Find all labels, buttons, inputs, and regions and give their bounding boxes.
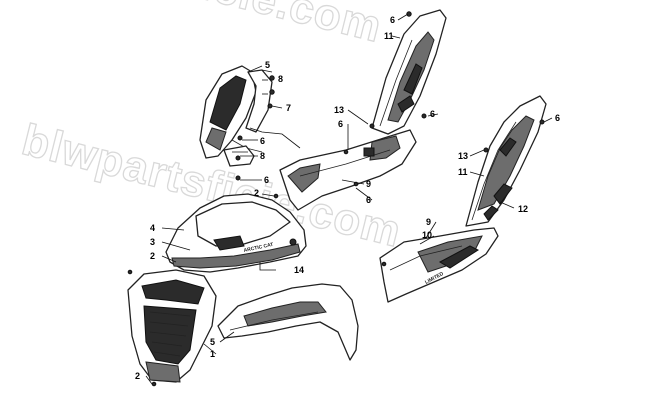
fastener-group-left [235, 75, 275, 181]
callout-14: 14 [294, 265, 304, 275]
callout-2: 2 [150, 251, 155, 261]
callout-9: 9 [366, 179, 371, 189]
callout-2: 2 [135, 371, 140, 381]
callout-4: 4 [150, 223, 155, 233]
fastener-6g [539, 119, 545, 125]
front-fender [217, 283, 359, 361]
callout-6: 6 [338, 119, 343, 129]
fastener-2a [273, 193, 279, 199]
callout-8: 8 [278, 74, 283, 84]
callout-6: 6 [430, 109, 435, 119]
leader-lines [127, 13, 553, 387]
hood: ARCTIC CAT [165, 193, 307, 273]
callouts: 6 11 5 8 7 13 6 6 6 8 6 9 2 6 6 13 11 12… [135, 15, 560, 381]
callout-6: 6 [260, 136, 265, 146]
tall-side-panel [371, 9, 447, 135]
lower-door-panel: LIMITED [379, 227, 499, 303]
callout-11: 11 [458, 167, 468, 177]
callout-9: 9 [426, 217, 431, 227]
callout-1: 1 [210, 349, 215, 359]
callout-7: 7 [286, 103, 291, 113]
callout-13: 13 [334, 105, 344, 115]
fastener-13b [483, 147, 489, 153]
callout-5: 5 [210, 337, 215, 347]
callout-13: 13 [458, 151, 468, 161]
callout-12: 12 [518, 204, 528, 214]
callout-2: 2 [254, 188, 259, 198]
fastener-13a [369, 123, 375, 129]
fastener-6b [343, 149, 349, 155]
callout-6: 6 [390, 15, 395, 25]
callout-6: 6 [555, 113, 560, 123]
callout-6: 6 [264, 175, 269, 185]
callout-6: 6 [366, 195, 371, 205]
callout-11: 11 [384, 31, 394, 41]
fastener-6c [421, 113, 427, 119]
right-side-panel [465, 95, 547, 227]
watermark-top: blwpartsficie.com [0, 0, 387, 52]
callout-10: 10 [422, 230, 432, 240]
callout-8: 8 [260, 151, 265, 161]
front-grille [127, 269, 217, 383]
callout-3: 3 [150, 237, 155, 247]
fastener-top [406, 11, 412, 17]
callout-5: 5 [265, 60, 270, 70]
